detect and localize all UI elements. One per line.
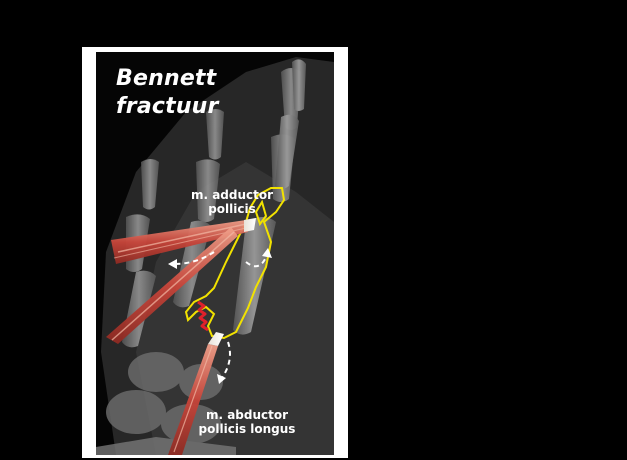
title-line-1: Bennett <box>116 66 216 91</box>
adductor-label-line2: pollicis <box>186 202 278 216</box>
abductor-label-line1: m. abductor <box>186 408 308 422</box>
title-line-2: fractuur <box>116 94 219 119</box>
adductor-label-line1: m. adductor <box>186 188 278 202</box>
adductor-label: m. adductor pollicis <box>186 188 278 216</box>
abductor-label: m. abductor pollicis longus <box>186 408 308 436</box>
abductor-label-line2: pollicis longus <box>186 422 308 436</box>
